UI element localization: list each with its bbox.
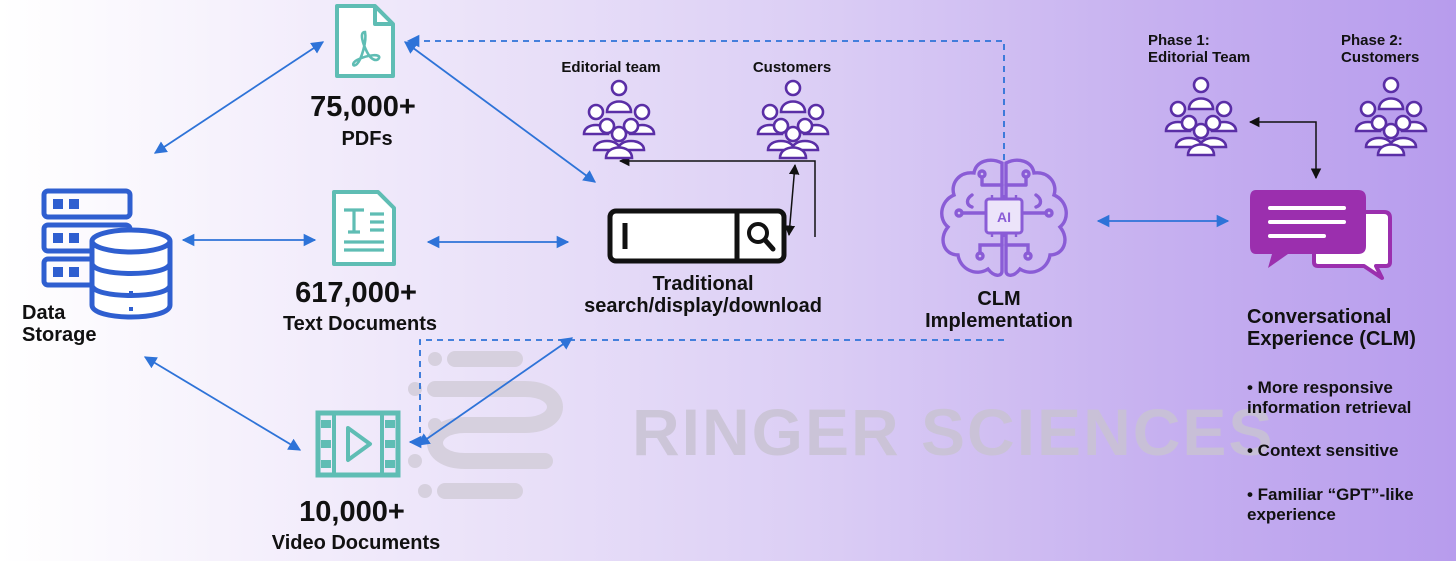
bullet-responsive-line2: information retrieval	[1247, 398, 1412, 418]
arrow-storage-video	[143, 356, 302, 451]
traditional-search-line1: Traditional	[652, 273, 754, 295]
customers-people-icon	[756, 79, 830, 160]
clm-implementation-label: CLM Implementation	[925, 288, 1073, 333]
ai-brain-icon: AI	[940, 158, 1068, 277]
dashed-arrow-clm-pdfs	[406, 34, 1005, 160]
bullet-context: • Context sensitive	[1247, 441, 1398, 461]
dashed-arrow-clm-video	[408, 339, 1004, 449]
video-docs-label: Video Documents	[271, 532, 441, 554]
arrow-search-editorial	[618, 155, 816, 237]
video-docs-count: 10,000+	[299, 496, 405, 528]
conversational-experience-title: Conversational Experience (CLM)	[1247, 306, 1416, 351]
data-storage-line1: Data	[22, 302, 66, 324]
phase1-line1: Phase 1:	[1148, 32, 1210, 49]
bullet-responsive: • More responsive information retrieval	[1247, 378, 1411, 419]
server-database-icon	[41, 188, 173, 320]
phase2-label: Phase 2: Customers	[1341, 32, 1420, 67]
conversational-line1: Conversational	[1247, 306, 1392, 328]
bullet-familiar: • Familiar “GPT”-like experience	[1247, 485, 1414, 526]
phase1-label: Phase 1: Editorial Team	[1148, 32, 1251, 67]
pdf-label: PDFs	[341, 128, 393, 150]
search-bar-icon	[607, 208, 787, 264]
arrow-phase1-conversational	[1248, 116, 1322, 180]
bullet-familiar-line2: experience	[1247, 505, 1336, 525]
chat-bubbles-icon	[1250, 190, 1392, 280]
conversational-line2: Experience (CLM)	[1247, 328, 1416, 351]
pdf-count: 75,000+	[310, 91, 416, 123]
text-docs-label: Text Documents	[282, 313, 438, 335]
data-storage-label: Data Storage	[22, 302, 96, 347]
arrow-video-search	[416, 337, 574, 446]
video-film-icon	[315, 410, 401, 478]
clm-line1: CLM	[977, 288, 1021, 310]
phase2-line1: Phase 2:	[1341, 32, 1403, 49]
text-docs-count: 617,000+	[295, 277, 417, 309]
phase2-customers-people-icon	[1354, 76, 1428, 157]
phase2-line2: Customers	[1341, 48, 1420, 66]
editorial-team-label: Editorial team	[561, 59, 661, 76]
ai-chip-label: AI	[997, 209, 1011, 225]
phase1-line2: Editorial Team	[1148, 48, 1251, 66]
arrow-pdfs-search	[403, 41, 597, 183]
pdf-file-icon	[335, 4, 395, 78]
editorial-team-people-icon	[582, 79, 656, 160]
clm-line2: Implementation	[925, 310, 1073, 333]
bullet-context-line1: • Context sensitive	[1247, 441, 1399, 460]
text-document-icon	[332, 190, 396, 266]
traditional-search-label: Traditional search/display/download	[584, 273, 822, 318]
traditional-search-line2: search/display/download	[584, 295, 822, 318]
arrow-storage-pdfs	[153, 41, 325, 154]
watermark-text: RINGER SCIENCES	[632, 395, 1275, 469]
phase1-editorial-people-icon	[1164, 76, 1238, 157]
bullet-responsive-line1: • More responsive	[1247, 378, 1393, 397]
customers-label: Customers	[752, 59, 832, 76]
bullet-familiar-line1: • Familiar “GPT”-like	[1247, 485, 1414, 504]
arrow-customers-search	[784, 163, 800, 237]
data-storage-line2: Storage	[22, 324, 97, 347]
